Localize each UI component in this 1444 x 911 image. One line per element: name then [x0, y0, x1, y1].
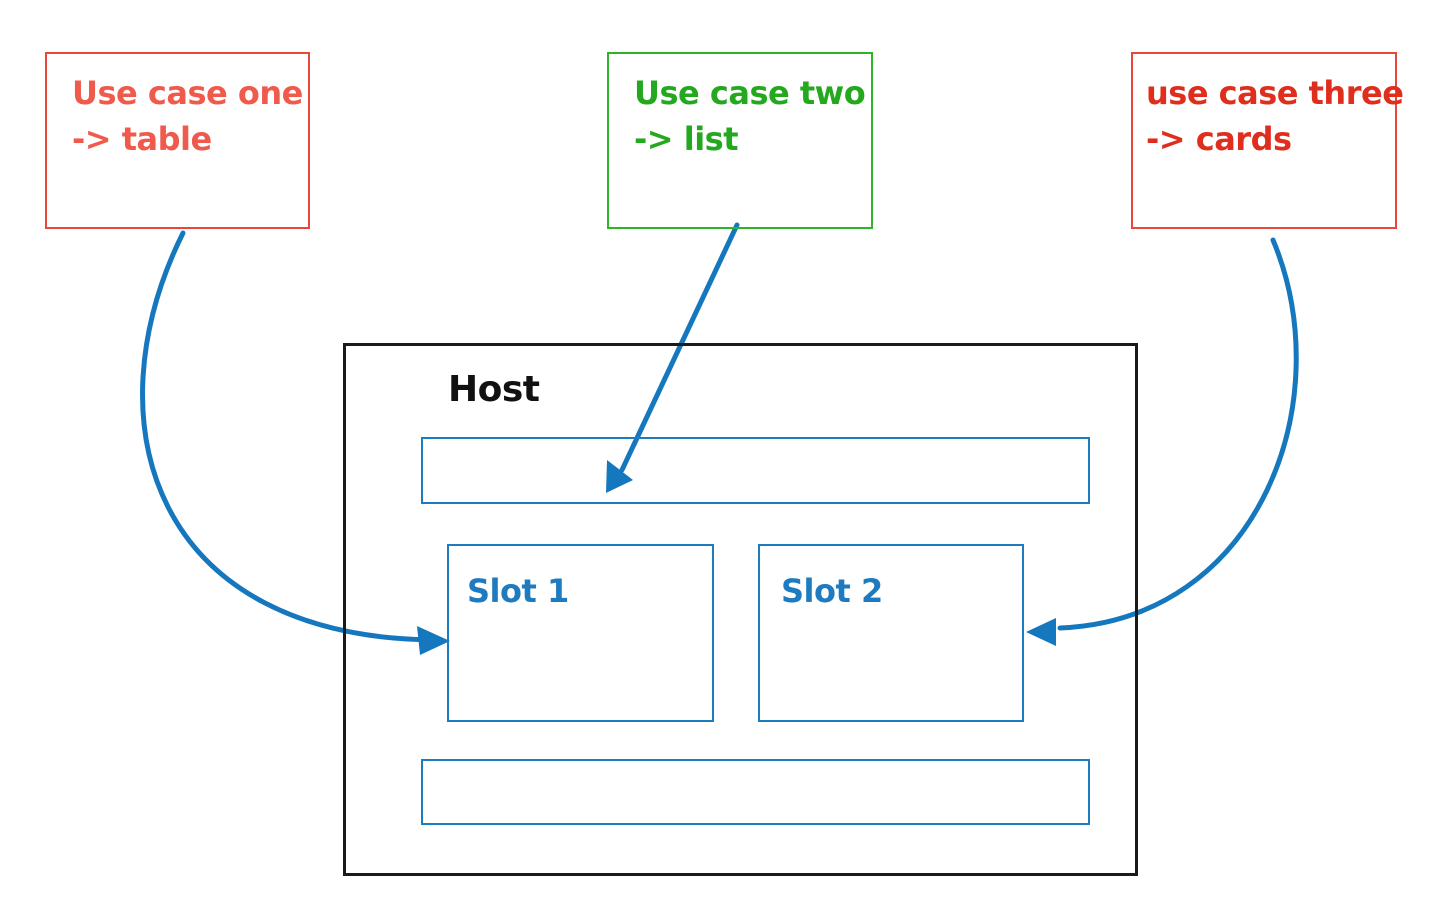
host-bottom-bar: [421, 759, 1090, 825]
host-top-bar: [421, 437, 1090, 504]
arrow-use-case-one-to-slot-1: [140, 230, 443, 643]
use-case-two-box: [607, 52, 873, 229]
host-container: [343, 343, 1138, 876]
use-case-one-label: Use case one -> table: [72, 70, 303, 162]
slot-2-label: Slot 2: [781, 572, 883, 610]
use-case-one-box: [45, 52, 310, 229]
arrowhead-slot-1: [417, 626, 450, 655]
arrowhead-top-bar: [606, 460, 633, 493]
slot-1: [447, 544, 714, 722]
host-title: Host: [448, 369, 540, 410]
use-case-three-label: use case three -> cards: [1146, 70, 1404, 162]
arrowhead-slot-2: [1026, 618, 1056, 646]
use-case-two-target: -> list: [634, 120, 739, 158]
use-case-three-title: use case three: [1146, 74, 1404, 112]
use-case-two-label: Use case two -> list: [634, 70, 866, 162]
use-case-three-target: -> cards: [1146, 120, 1292, 158]
use-case-one-title: Use case one: [72, 74, 303, 112]
slot-2: [758, 544, 1024, 722]
slot-1-label: Slot 1: [467, 572, 569, 610]
use-case-one-target: -> table: [72, 120, 212, 158]
arrow-use-case-two-to-top-bar: [619, 222, 740, 473]
use-case-two-title: Use case two: [634, 74, 866, 112]
use-case-three-box: [1131, 52, 1397, 229]
